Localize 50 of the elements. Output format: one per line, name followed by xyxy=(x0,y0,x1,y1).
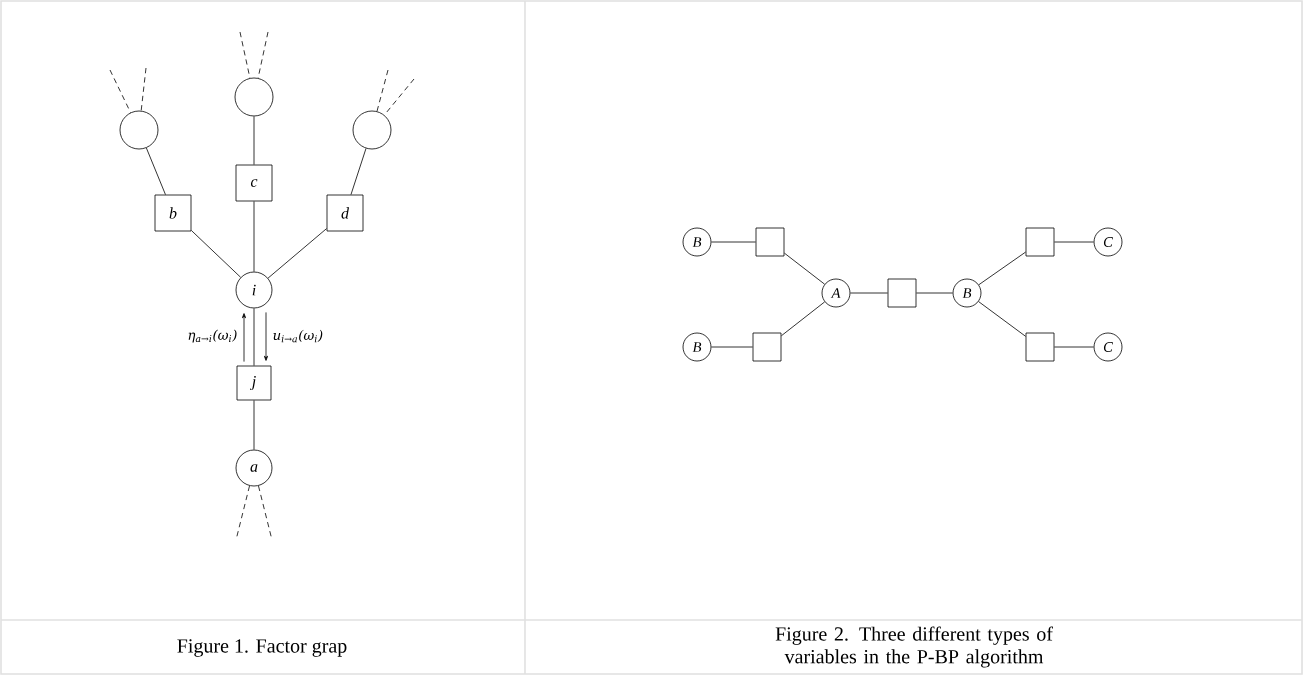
factor-box xyxy=(1025,332,1055,362)
dashed-line xyxy=(376,69,389,112)
edge-line xyxy=(191,230,242,278)
variable-node: C xyxy=(1093,227,1123,257)
edge-line xyxy=(781,301,826,337)
figure-caption: Figure 2. Three different types of variables in the P-BP algorithm xyxy=(775,626,1053,668)
edge-line xyxy=(253,116,255,165)
edge-line xyxy=(916,292,953,294)
message-arrow xyxy=(264,312,268,361)
factor-node: d xyxy=(326,194,364,232)
empty-circle xyxy=(234,77,274,117)
figure-caption: Figure 1. Factor grap xyxy=(177,639,347,657)
variable-node: A xyxy=(821,278,851,308)
empty-circle xyxy=(119,110,159,150)
dashed-line xyxy=(383,78,415,116)
edge-line xyxy=(145,147,166,195)
edge-line xyxy=(711,241,756,243)
edge-line xyxy=(253,201,255,272)
dashed-line xyxy=(109,69,131,113)
edge-line xyxy=(267,228,327,279)
factor-box xyxy=(752,332,782,362)
dashed-line xyxy=(140,67,147,112)
dashed-line xyxy=(257,31,269,79)
edge-line xyxy=(711,346,753,348)
factor-node: c xyxy=(235,164,273,202)
edge-line xyxy=(253,400,255,450)
factor-box xyxy=(1025,227,1055,257)
edge-line xyxy=(350,148,367,195)
variable-node: C xyxy=(1093,332,1123,362)
factor-node: j xyxy=(236,365,272,401)
message-arrow xyxy=(242,313,246,362)
factor-box xyxy=(755,227,785,257)
edge-line xyxy=(1054,241,1094,243)
variable-node: B xyxy=(682,227,712,257)
edge-line xyxy=(978,301,1026,337)
variable-node: a xyxy=(235,449,273,487)
empty-circle xyxy=(352,110,392,150)
edge-label: u$_{i→a}$(ω$_{i}$) xyxy=(271,328,325,344)
edge-line xyxy=(850,292,888,294)
edge-label: η$_{a→i}$(ω$_{i}$) xyxy=(186,328,239,344)
variable-node: B xyxy=(682,332,712,362)
variable-node: B xyxy=(952,278,982,308)
edge-line xyxy=(978,251,1026,286)
factor-box xyxy=(887,278,917,308)
variable-node: i xyxy=(235,271,273,309)
edge-line xyxy=(784,252,825,285)
edge-line xyxy=(253,308,255,366)
edge-line xyxy=(1054,346,1094,348)
dashed-line xyxy=(239,31,251,79)
factor-node: b xyxy=(154,194,192,232)
